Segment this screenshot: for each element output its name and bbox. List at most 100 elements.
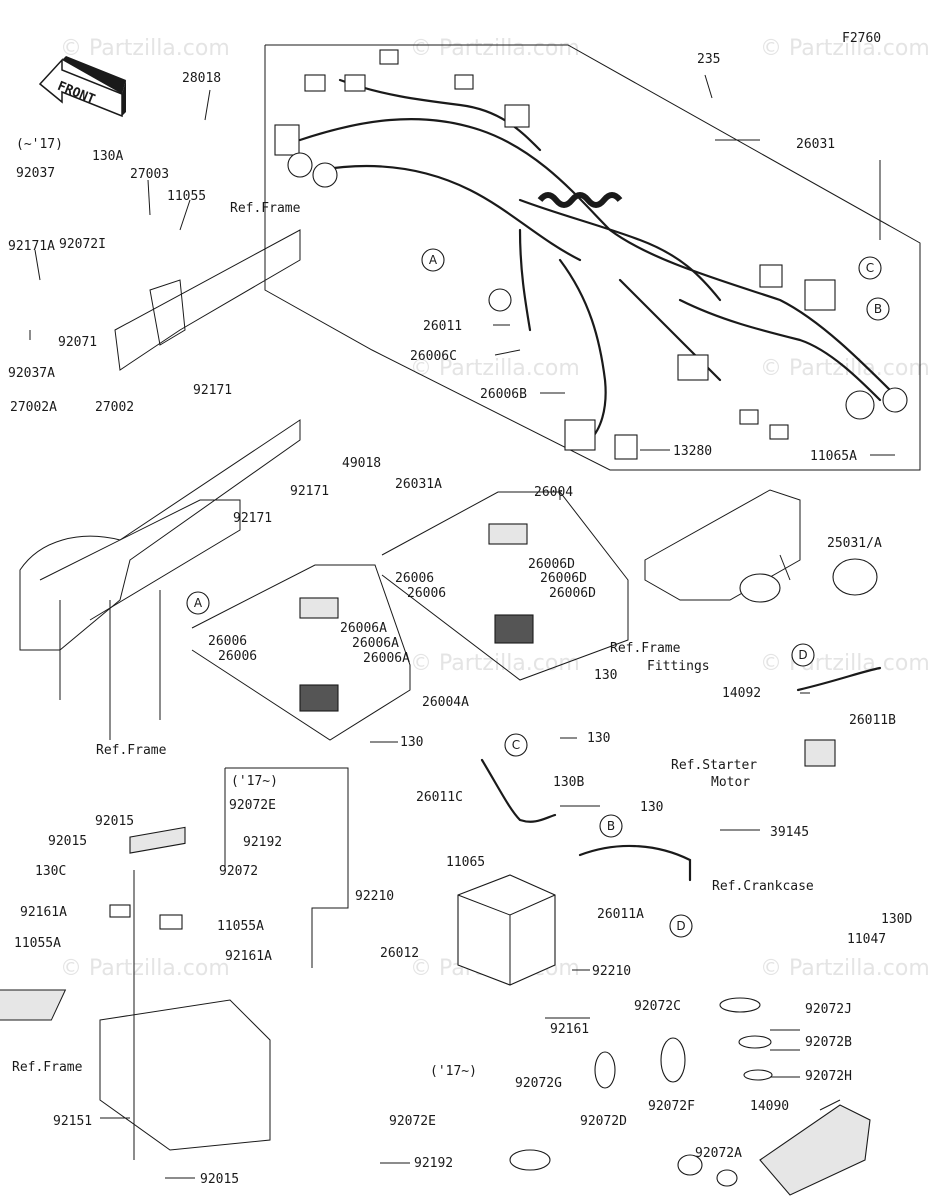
part-label: 26006A	[352, 636, 399, 651]
part-label: 92072H	[805, 1069, 852, 1084]
box-17-later	[224, 767, 349, 968]
front-frame	[19, 229, 301, 740]
part-label: 26006D	[549, 586, 596, 601]
part-label: 26006A	[363, 651, 410, 666]
part-label: 130	[400, 735, 423, 750]
watermark: © Partzilla.com	[410, 36, 580, 61]
part-label: 26006	[218, 649, 257, 664]
callout-c: C	[504, 733, 528, 757]
part-label: 92072E	[389, 1114, 436, 1129]
part-label: Ref.Starter	[671, 758, 757, 773]
callout-letter: C	[512, 738, 520, 752]
part-label: 130	[587, 731, 610, 746]
part-label: 130	[640, 800, 663, 815]
part-label: 26011	[423, 319, 462, 334]
callout-letter: D	[798, 648, 807, 662]
part-label: 26006	[407, 586, 446, 601]
battery	[0, 874, 556, 1021]
part-label: 92072C	[634, 999, 681, 1014]
part-label: 26006A	[340, 621, 387, 636]
watermark: © Partzilla.com	[60, 36, 230, 61]
part-label: Ref.Crankcase	[712, 879, 814, 894]
main-wire-harness	[274, 49, 908, 460]
watermark: © Partzilla.com	[760, 36, 930, 61]
callout-letter: D	[676, 919, 685, 933]
rear-frame	[99, 489, 878, 1151]
cable-ties	[509, 997, 871, 1196]
part-label: 27002A	[10, 400, 57, 415]
part-label: 25031/A	[827, 536, 882, 551]
part-label: 13280	[673, 444, 712, 459]
part-label: Ref.Frame	[230, 201, 301, 216]
watermark: © Partzilla.com	[410, 651, 580, 676]
fuse-box-26004	[381, 491, 629, 681]
part-label: 92072J	[805, 1002, 852, 1017]
part-label: 11047	[847, 932, 886, 947]
part-label: 92015	[95, 814, 134, 829]
part-label: 130B	[553, 775, 584, 790]
part-label: 92210	[592, 964, 631, 979]
part-label: 26011B	[849, 713, 896, 728]
part-label: 92072	[219, 864, 258, 879]
part-label: 92072G	[515, 1076, 562, 1091]
part-label: 92071	[58, 335, 97, 350]
part-label: 130	[594, 668, 617, 683]
part-label: 92072A	[695, 1146, 742, 1161]
part-label: 14092	[722, 686, 761, 701]
part-label: 26011C	[416, 790, 463, 805]
figure-code: F2760	[842, 31, 881, 46]
part-label: 130A	[92, 149, 123, 164]
part-label: 26006	[208, 634, 247, 649]
part-label: 92171	[290, 484, 329, 499]
part-label: 26006D	[528, 557, 575, 572]
battery-cables	[480, 666, 882, 882]
part-label: 92037	[16, 166, 55, 181]
part-label: 92037A	[8, 366, 55, 381]
watermark: © Partzilla.com	[410, 356, 580, 381]
watermark: © Partzilla.com	[760, 651, 930, 676]
part-label: 92161A	[225, 949, 272, 964]
fuse-box-26004A	[191, 564, 411, 741]
part-label: 27003	[130, 167, 169, 182]
callout-c: C	[858, 256, 882, 280]
part-label: 26006	[395, 571, 434, 586]
part-label: Ref.Frame	[96, 743, 167, 758]
part-label: 92072E	[229, 798, 276, 813]
callout-letter: A	[194, 596, 203, 610]
part-label: 92072F	[648, 1099, 695, 1114]
callout-d: D	[669, 914, 693, 938]
part-label: 92015	[200, 1172, 239, 1187]
part-label: 92015	[48, 834, 87, 849]
part-label: 130D	[881, 912, 912, 927]
callout-letter: B	[607, 819, 615, 833]
part-label: 26006B	[480, 387, 527, 402]
part-label: 92192	[414, 1156, 453, 1171]
callouts: A C B A D C B D	[186, 248, 890, 938]
front-arrow-icon: FRONT	[38, 56, 126, 118]
part-label: 235	[697, 52, 720, 67]
part-label: 26006C	[410, 349, 457, 364]
part-label: 11055	[167, 189, 206, 204]
callout-letter: C	[866, 261, 874, 275]
part-label: (~'17)	[16, 137, 63, 152]
part-label: 28018	[182, 71, 221, 86]
part-label: 92171A	[8, 239, 55, 254]
callout-b: B	[866, 297, 890, 321]
part-label: Motor	[711, 775, 750, 790]
mounting-bracket	[109, 826, 186, 1160]
part-label: 92151	[53, 1114, 92, 1129]
part-label: 92210	[355, 889, 394, 904]
part-label: 26012	[380, 946, 419, 961]
part-label: 92161A	[20, 905, 67, 920]
part-label: 26006D	[540, 571, 587, 586]
part-label: 49018	[342, 456, 381, 471]
part-label: 11065A	[810, 449, 857, 464]
part-label: 92072B	[805, 1035, 852, 1050]
leader-lines	[29, 74, 895, 1179]
part-label: 92171	[233, 511, 272, 526]
part-labels: 235 26031 28018 (~'17) 92037 130A 27003 …	[8, 52, 912, 1187]
part-label: 27002	[95, 400, 134, 415]
callout-d: D	[791, 643, 815, 667]
callout-letter: A	[429, 253, 438, 267]
